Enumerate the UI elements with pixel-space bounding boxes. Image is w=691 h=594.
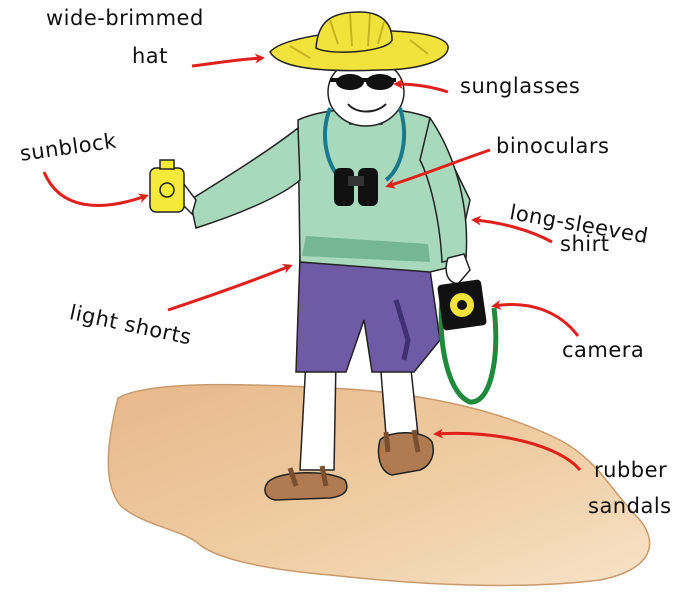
label-sunglasses: sunglasses [460,74,580,98]
shorts-drawing [296,256,440,372]
arrow-camera [494,304,578,336]
label-binoculars: binoculars [496,134,609,158]
sunblock-bottle [150,168,184,212]
arrow-shorts [168,266,290,310]
arrow-hat [192,58,262,66]
label-hat-line2: hat [132,44,168,68]
hat-drawing [270,12,448,71]
arrow-sunblock [44,172,146,205]
label-sandals-line2: sandals [588,494,672,518]
label-sandals-line1: rubber [594,458,667,482]
label-hat-line1: wide-brimmed [46,6,204,30]
label-shirt-line2: shirt [560,232,609,256]
sand-patch [108,385,649,586]
label-camera: camera [562,338,644,362]
